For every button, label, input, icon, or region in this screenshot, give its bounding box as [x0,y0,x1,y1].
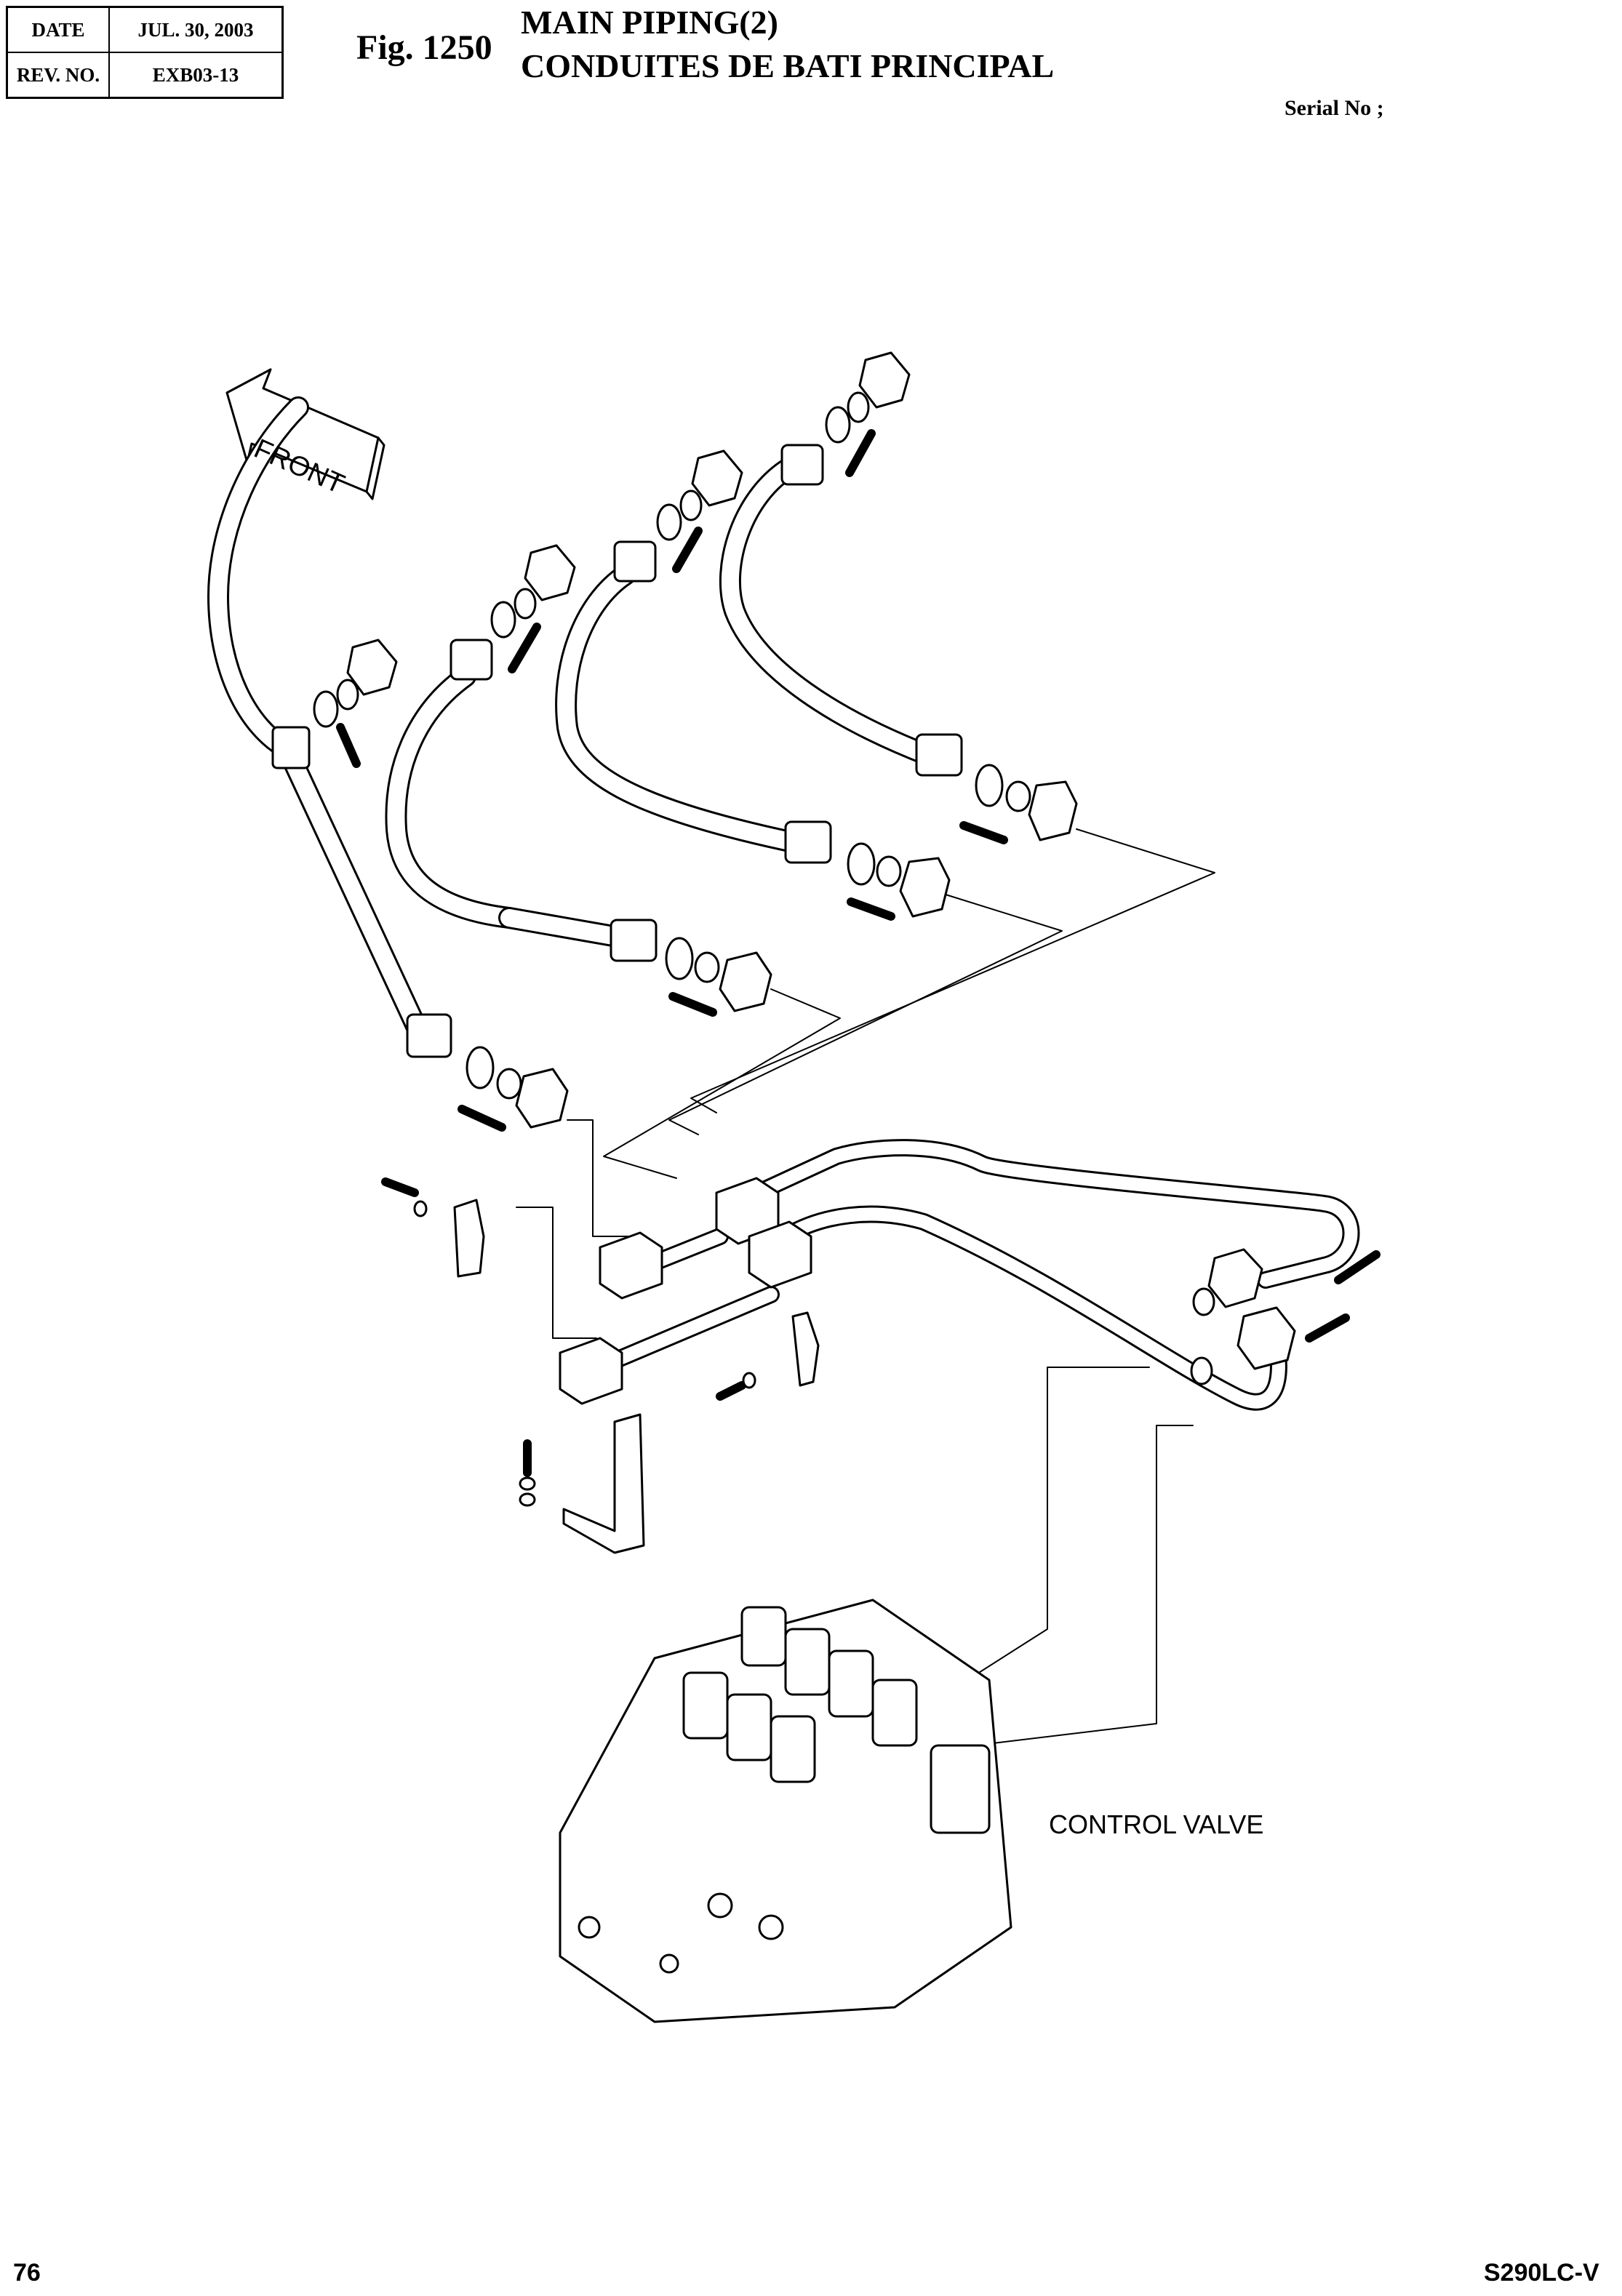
hose-2-flange-top [450,544,576,681]
pipe-clamp-blocks [559,1177,812,1405]
hose-1 [207,396,569,1129]
date-value: JUL. 30, 2003 [108,6,284,53]
clamp-parts [381,1177,820,1507]
control-valve [559,1599,1012,2023]
hose-1-flange-top [313,639,398,768]
hose-4-flange-top [780,351,911,486]
flange-bolts [458,821,1008,1132]
steel-pipe-2 [777,1205,1287,1411]
hose-3-flange-top [613,449,743,583]
control-valve-label: CONTROL VALVE [1049,1809,1264,1839]
date-label: DATE [6,6,110,53]
mounting-bracket [562,1413,645,1554]
hose-3 [555,564,951,918]
page-number: 76 [13,2259,41,2287]
rev-label: REV. NO. [6,52,110,99]
leader-lines [516,828,1215,1746]
serial-number-label: Serial No ; [1285,96,1384,120]
model-number: S290LC-V [1484,2259,1599,2287]
hose-4 [719,455,1078,841]
rev-value: EXB03-13 [108,52,284,99]
pipe-end-flanges [1190,1248,1381,1385]
hose-2 [385,665,772,1012]
steel-pipe-1 [733,1139,1360,1289]
title-english: MAIN PIPING(2) [521,4,778,41]
title-french: CONDUITES DE BATI PRINCIPAL [521,47,1055,84]
figure-number: Fig. 1250 [356,28,492,67]
revision-table: DATE JUL. 30, 2003 REV. NO. EXB03-13 [6,6,284,99]
